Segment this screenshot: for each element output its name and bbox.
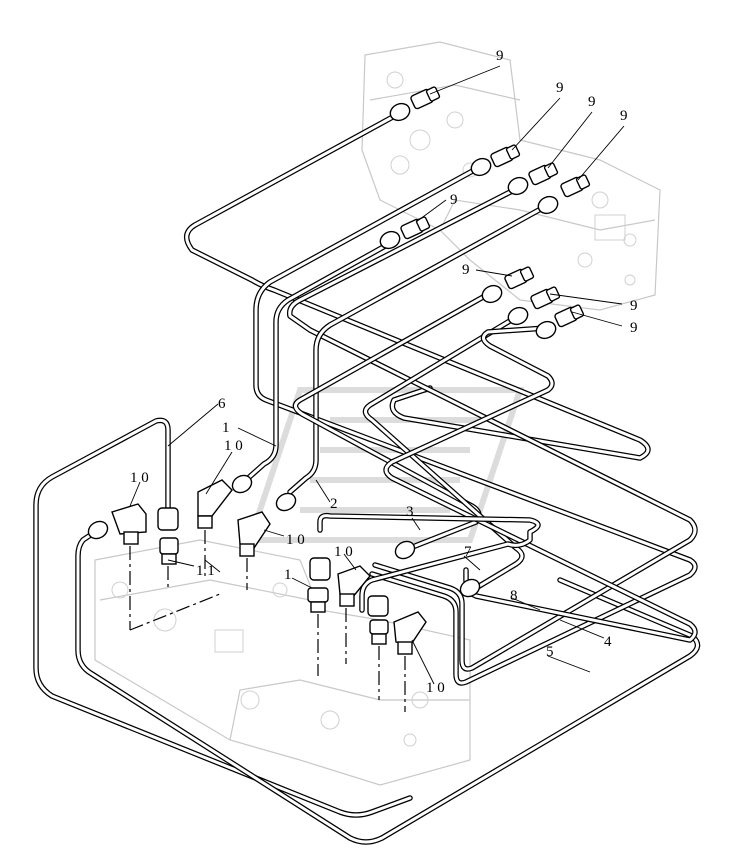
callout-8: 8: [510, 588, 518, 604]
callout-9-f: 9: [462, 262, 470, 278]
callout-10-b: 1 0: [130, 470, 149, 486]
callout-9-g: 9: [630, 298, 638, 314]
port-centerlines: [129, 530, 406, 712]
callout-4: 4: [604, 634, 612, 650]
callout-9-b: 9: [556, 80, 564, 96]
elbow-fittings-10: [111, 479, 427, 655]
callout-labels: 9 9 9 9 9 9 9 9 6 1 1 0 1 0 2 3 1 0 1 0 …: [130, 48, 638, 696]
callout-10-c: 1 0: [286, 532, 305, 548]
callout-9-a: 9: [496, 48, 504, 64]
tube-upper-long-2: [253, 165, 698, 686]
tube-upper-long-3: [286, 185, 698, 672]
straight-fittings-11: [159, 537, 389, 645]
callout-10-a: 1 0: [224, 438, 243, 454]
tube-4: [317, 512, 541, 613]
callout-1-b: 1: [284, 567, 292, 583]
leader-lines: [129, 65, 625, 685]
tube-nuts-lower: [87, 474, 481, 617]
callout-9-h: 9: [630, 320, 638, 336]
tube-1: [243, 237, 399, 483]
tube-7: [362, 313, 525, 591]
tube-upper-long-1: [184, 110, 651, 461]
union-fitting-9: [400, 86, 591, 328]
callout-6: 6: [218, 396, 226, 412]
callout-7: 7: [464, 544, 472, 560]
lower-valve-block: [94, 539, 471, 786]
callout-1-a: 1: [222, 420, 230, 436]
callout-10-e: 1 0: [426, 680, 445, 696]
callout-10-d: 1 0: [334, 544, 353, 560]
callout-11-a: 1 1: [196, 563, 215, 579]
callout-9-e: 9: [450, 192, 458, 208]
callout-9-d: 9: [620, 108, 628, 124]
callout-9-c: 9: [588, 94, 596, 110]
tube-5: [75, 529, 701, 845]
callout-2: 2: [330, 496, 338, 512]
upper-valve-block: [361, 41, 661, 311]
tube-nuts-upper: [379, 102, 559, 340]
callout-5: 5: [546, 644, 554, 660]
tube-6: [33, 417, 413, 818]
tube-2: [287, 202, 551, 495]
callout-3: 3: [406, 504, 414, 520]
